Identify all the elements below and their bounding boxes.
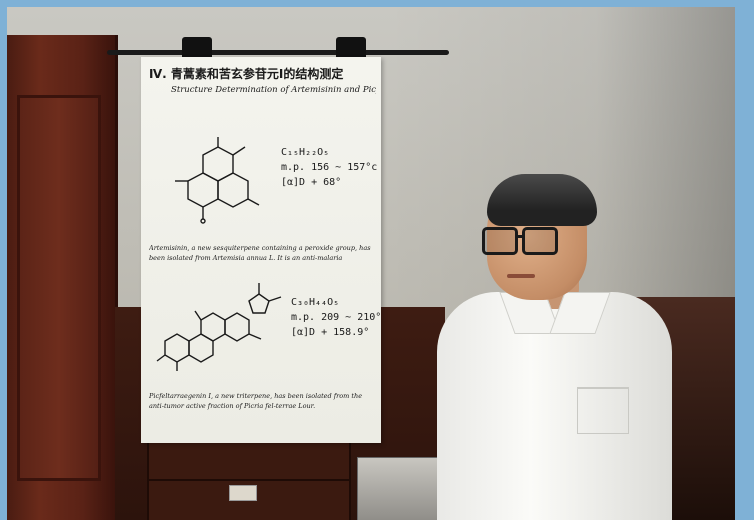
chemistry-poster: Ⅳ. 青蒿素和苦玄参苷元Ⅰ的结构测定 Structure Determinati… (141, 57, 381, 443)
man-in-white-shirt (437, 172, 677, 520)
wooden-cabinet (7, 35, 118, 520)
photo: Ⅳ. 青蒿素和苦玄参苷元Ⅰ的结构测定 Structure Determinati… (7, 7, 735, 520)
glasses-lens (482, 227, 518, 255)
drawer-label-tag (229, 485, 257, 501)
artemisinin-structure-drawing (175, 137, 260, 224)
poster-hanging-rod (107, 50, 449, 55)
glasses-icon (482, 227, 562, 255)
glasses-lens (522, 227, 558, 255)
mouth (507, 274, 535, 278)
compound2-rotation: [α]D + 158.9° (291, 327, 370, 338)
compound2-caption: Picfeltarraegenin I, a new triterpene, h… (149, 392, 363, 410)
compound2-properties: C₃₀H₄₄O₅ m.p. 209 ~ 210° [α]D + 158.9° (291, 295, 381, 340)
shirt-pocket (577, 387, 629, 434)
compound1-rotation: [α]D + 68° (281, 177, 342, 188)
compound1-caption: Artemisinin, a new sesquiterpene contain… (149, 244, 371, 265)
compound1-formula: C₁₅H₂₂O₅ (281, 147, 330, 158)
compound1-melting-point: m.p. 156 ~ 157°c (281, 162, 378, 173)
compound2-formula: C₃₀H₄₄O₅ (291, 297, 340, 308)
compound2-melting-point: m.p. 209 ~ 210° (291, 312, 382, 323)
compound1-properties: C₁₅H₂₂O₅ m.p. 156 ~ 157°c [α]D + 68° (281, 145, 377, 190)
poster-title: Ⅳ. 青蒿素和苦玄参苷元Ⅰ的结构测定 (149, 67, 344, 81)
poster-subtitle: Structure Determination of Artemisinin a… (171, 85, 376, 95)
triterpene-structure-drawing (156, 283, 282, 371)
cabinet-panel (17, 95, 101, 481)
gray-hair (487, 174, 597, 226)
glasses-bridge (516, 235, 524, 238)
